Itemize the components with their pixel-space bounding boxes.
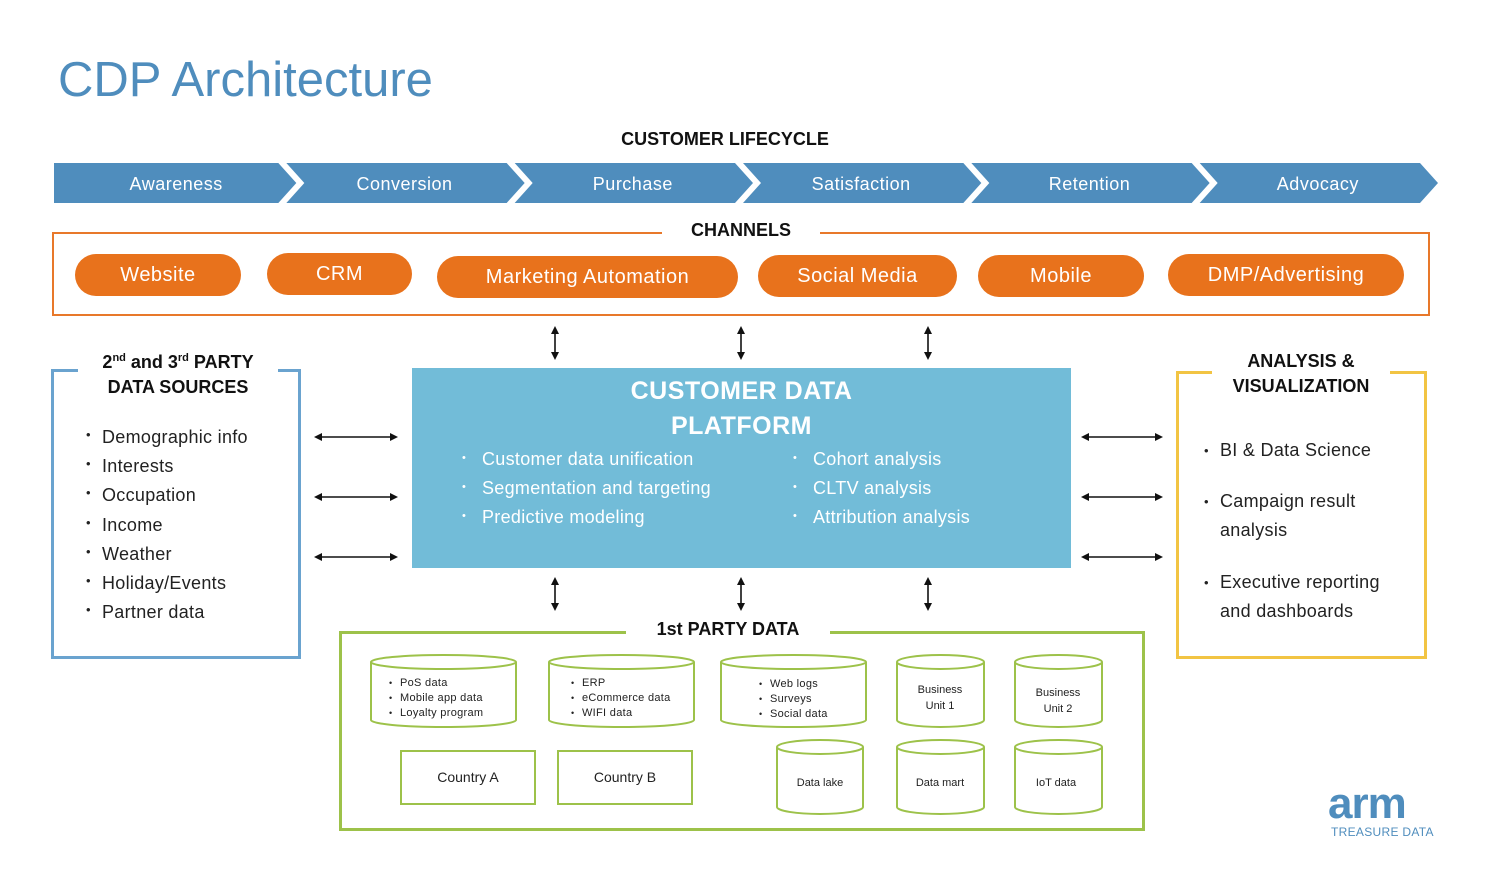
list-item: Interests — [86, 456, 291, 485]
cylinder-iot — [1014, 747, 1103, 815]
list-item: Attribution analysis — [793, 507, 1053, 536]
cylinder-data-lake — [776, 747, 864, 815]
list-item: Income — [86, 515, 291, 544]
channels-heading: CHANNELS — [662, 220, 820, 241]
cylinder-business-unit-2-top — [1014, 654, 1103, 670]
cdp-title-line2: PLATFORM — [670, 412, 812, 440]
list-item: Holiday/Events — [86, 573, 291, 602]
party-sources-heading: 2nd and 3rd PARTY DATA SOURCES — [78, 346, 278, 400]
country-a-box: Country A — [400, 750, 536, 805]
list-item: Predictive modeling — [462, 507, 782, 536]
cylinder-data-mart — [896, 747, 985, 815]
party-sources-list: Demographic info Interests Occupation In… — [86, 427, 291, 631]
cdp-left-list: Customer data unification Segmentation a… — [462, 449, 782, 536]
cylinder-data-mart-top — [896, 739, 985, 755]
channel-dmp-advertising: DMP/Advertising — [1168, 254, 1404, 296]
list-item: Occupation — [86, 485, 291, 515]
lifecycle-chevrons: Awareness Conversion Purchase Satisfaction R… — [54, 163, 1438, 203]
cylinder-data-lake-top — [776, 739, 864, 755]
cylinder-erp-list: ERP eCommerce data WIFI data — [571, 676, 671, 721]
lifecycle-heading: CUSTOMER LIFECYCLE — [621, 129, 829, 149]
list-item: BI & Data Science — [1204, 436, 1419, 487]
cdp-title-line1: CUSTOMER DATA — [630, 377, 853, 405]
list-item: Web logs — [759, 677, 828, 692]
lifecycle-stage-shape — [1199, 163, 1438, 203]
cylinder-iot-top — [1014, 739, 1103, 755]
cylinder-weblogs-list: Web logs Surveys Social data — [759, 677, 828, 722]
cdp-title: CUSTOMER DATA PLATFORM — [412, 374, 1071, 444]
cylinder-pos-top — [370, 654, 517, 670]
list-item: PoS data — [389, 676, 483, 691]
treasure-data-logo: TREASURE DATA — [1331, 825, 1434, 839]
cylinder-business-unit-1-top — [896, 654, 985, 670]
list-item: Cohort analysis — [793, 449, 1053, 478]
cylinder-pos-list: PoS data Mobile app data Loyalty program — [389, 676, 483, 721]
cylinder-business-unit-2 — [1014, 662, 1103, 728]
data-lake: Data lake — [796, 777, 844, 789]
lifecycle-stage-label: Retention — [1049, 174, 1131, 194]
lifecycle-stage-shape — [743, 163, 982, 203]
lifecycle-stage-shape — [54, 163, 297, 203]
list-item: ERP — [571, 676, 671, 691]
list-item: Demographic info — [86, 427, 291, 456]
analysis-heading: ANALYSIS &VISUALIZATION — [1212, 349, 1390, 399]
lifecycle-stage-label: Advocacy — [1277, 174, 1359, 194]
channel-social-media: Social Media — [758, 255, 957, 297]
iot-data: IoT data — [1035, 777, 1077, 789]
channel-mobile: Mobile — [978, 255, 1144, 297]
lifecycle-stage-shape — [286, 163, 525, 203]
cdp-right-list: Cohort analysis CLTV analysis Attributio… — [793, 449, 1053, 536]
list-item: Weather — [86, 544, 291, 573]
list-item: Social data — [759, 707, 828, 722]
page-title: CDP Architecture — [58, 53, 433, 107]
first-party-heading: 1st PARTY DATA — [626, 619, 830, 640]
lifecycle-stage-label: Satisfaction — [812, 174, 911, 194]
list-item: Partner data — [86, 602, 291, 631]
list-item: eCommerce data — [571, 691, 671, 706]
lifecycle-stage-shape — [971, 163, 1210, 203]
analysis-list: BI & Data Science Campaign resultanalysi… — [1204, 436, 1419, 626]
cylinder-business-unit-1 — [896, 662, 985, 728]
list-item: Mobile app data — [389, 691, 483, 706]
list-item: CLTV analysis — [793, 478, 1053, 507]
channel-marketing-automation: Marketing Automation — [437, 256, 738, 298]
country-b-box: Country B — [557, 750, 693, 805]
list-item: Surveys — [759, 692, 828, 707]
list-item: Segmentation and targeting — [462, 478, 782, 507]
channel-crm: CRM — [267, 253, 412, 295]
lifecycle-stage-label: Conversion — [356, 174, 452, 194]
lifecycle-stage-label: Purchase — [593, 174, 673, 194]
list-item: Customer data unification — [462, 449, 782, 478]
arm-logo: arm — [1328, 779, 1407, 828]
lifecycle-stage-shape — [514, 163, 753, 203]
lifecycle-stage-label: Awareness — [130, 174, 223, 194]
channel-website: Website — [75, 254, 241, 296]
cylinder-weblogs-top — [720, 654, 867, 670]
list-item: WIFI data — [571, 706, 671, 721]
list-item: Loyalty program — [389, 706, 483, 721]
cylinder-erp-top — [548, 654, 695, 670]
data-mart: Data mart — [915, 777, 965, 789]
